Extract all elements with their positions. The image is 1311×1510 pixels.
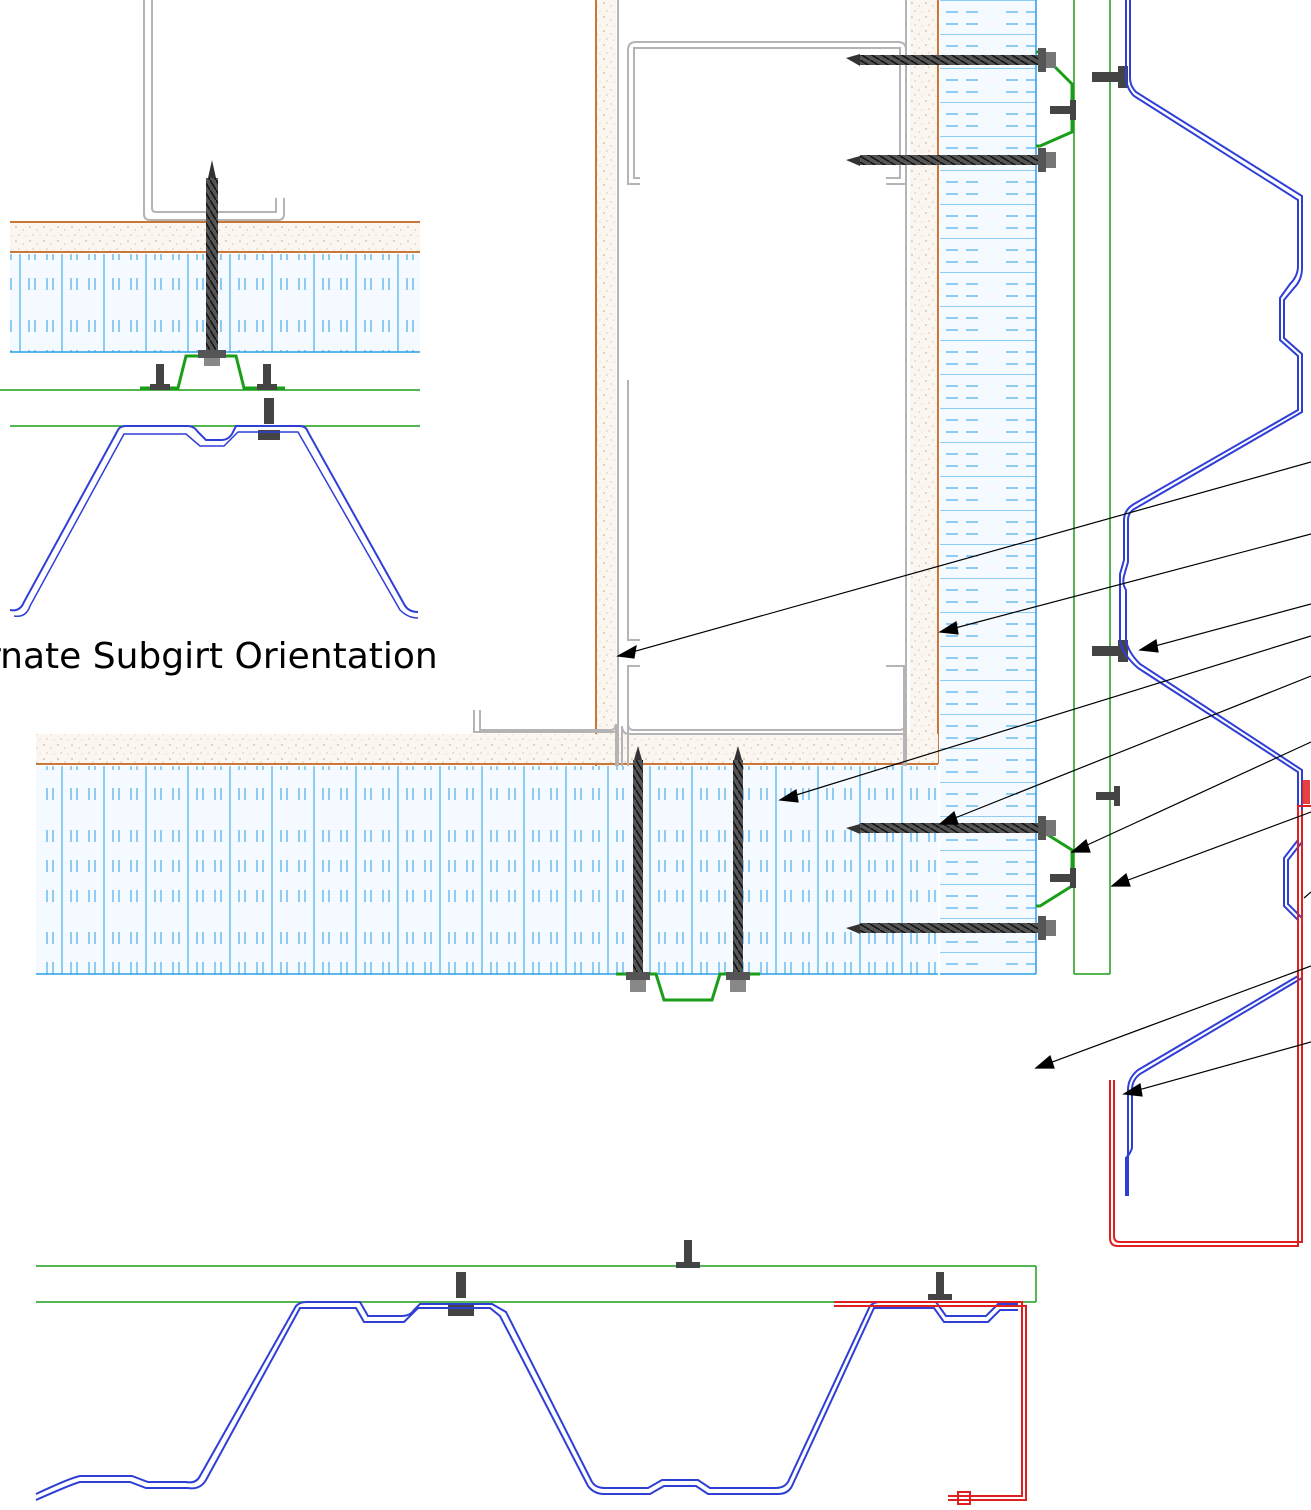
- flashing: [834, 780, 1311, 1505]
- sheathing-horizontal-bottom: [36, 734, 938, 765]
- subgirt-horizontal: [36, 972, 1037, 1303]
- stud-upper: [617, 0, 907, 807]
- fasteners-vertical: [448, 746, 952, 1316]
- inset-long-fastener: [206, 178, 218, 350]
- detail-caption: rnate Subgirt Orientation: [0, 636, 438, 677]
- inset-detail: [0, 0, 420, 619]
- panel-horizontal: [35, 1301, 1018, 1501]
- panel-vertical: [1119, 0, 1303, 1196]
- inset-panel: [9, 425, 419, 613]
- leader-lines: [616, 461, 1311, 1097]
- sheathing-vertical-left: [595, 0, 616, 782]
- sheathing-vertical-right: [910, 0, 939, 764]
- insulation-horizontal: [36, 766, 938, 975]
